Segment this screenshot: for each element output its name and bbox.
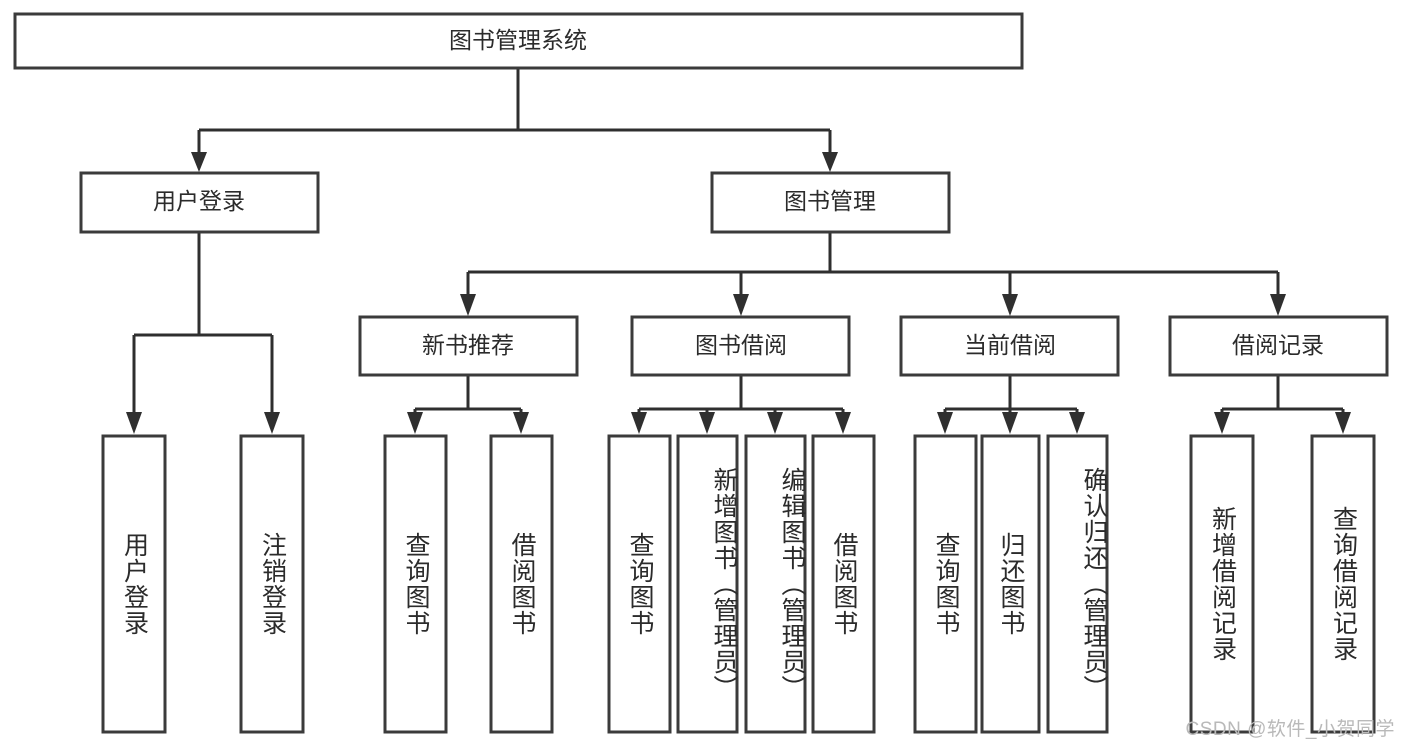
- node-leaf-borrow-book-2-label: 借阅图书: [830, 532, 858, 636]
- node-leaf-return-book-label: 归还图书: [997, 532, 1025, 636]
- node-leaf-user-logout-box[interactable]: [239, 434, 305, 734]
- arrowhead-leaf-edit-book: [767, 412, 783, 434]
- node-leaf-query-book-3-box[interactable]: [913, 434, 978, 734]
- node-borrow-record[interactable]: 借阅记录: [1168, 315, 1389, 377]
- node-user-login[interactable]: 用户登录: [79, 171, 320, 234]
- arrowhead-user-login: [191, 152, 207, 172]
- arrowhead-leaf-borrow-book-2: [835, 412, 851, 434]
- node-leaf-user-login-label: 用户登录: [120, 532, 149, 636]
- node-new-book-recommend-box[interactable]: [358, 315, 579, 377]
- node-leaf-add-book-box[interactable]: [676, 434, 739, 734]
- arrowhead-leaf-user-logout: [264, 412, 280, 434]
- arrowhead-book-borrow: [733, 294, 749, 316]
- node-book-manage[interactable]: 图书管理: [710, 171, 951, 234]
- node-root-label: 图书管理系统: [449, 27, 587, 53]
- watermark-text: CSDN @软件_小贺同学: [1185, 719, 1395, 740]
- arrowhead-leaf-user-login: [126, 412, 142, 434]
- node-leaf-query-record-label: 查询借阅记录: [1329, 506, 1358, 662]
- node-user-login-box[interactable]: [79, 171, 320, 234]
- node-leaf-user-login-box[interactable]: [101, 434, 167, 734]
- node-book-borrow[interactable]: 图书借阅: [630, 315, 851, 377]
- node-leaf-borrow-book-1-box[interactable]: [489, 434, 554, 734]
- node-leaf-query-book-2-label: 查询图书: [626, 532, 654, 636]
- arrowhead-current-borrow: [1002, 294, 1018, 316]
- node-new-book-recommend-label: 新书推荐: [422, 332, 514, 358]
- arrowhead-new-book-recommend: [460, 294, 476, 316]
- arrowhead-leaf-add-book: [699, 412, 715, 434]
- arrowhead-leaf-query-book-1: [407, 412, 423, 434]
- arrowhead-leaf-return-book: [1002, 412, 1018, 434]
- node-leaf-add-record-box[interactable]: [1189, 434, 1255, 734]
- arrowhead-leaf-query-book-2: [631, 412, 647, 434]
- node-leaf-query-book-1-box[interactable]: [383, 434, 448, 734]
- node-borrow-record-label: 借阅记录: [1232, 332, 1324, 358]
- node-leaf-borrow-book-1-label: 借阅图书: [508, 532, 536, 636]
- arrowhead-leaf-query-book-3: [937, 412, 953, 434]
- node-leaf-query-book-3-label: 查询图书: [932, 532, 960, 636]
- node-leaf-add-record-label: 新增借阅记录: [1208, 506, 1237, 662]
- node-leaf-query-record-box[interactable]: [1310, 434, 1376, 734]
- node-current-borrow-box[interactable]: [899, 315, 1120, 377]
- arrowhead-leaf-query-record: [1335, 412, 1351, 434]
- node-leaf-query-book-1-label: 查询图书: [402, 532, 430, 636]
- arrowhead-borrow-record: [1270, 294, 1286, 316]
- node-root-box[interactable]: [13, 12, 1024, 70]
- node-leaf-edit-book-label: 编辑图书（管理员）: [778, 467, 806, 701]
- arrowhead-leaf-confirm-return: [1069, 412, 1085, 434]
- node-book-borrow-box[interactable]: [630, 315, 851, 377]
- node-leaf-query-book-2-box[interactable]: [607, 434, 672, 734]
- node-borrow-record-box[interactable]: [1168, 315, 1389, 377]
- node-book-manage-box[interactable]: [710, 171, 951, 234]
- arrowhead-leaf-borrow-book-1: [513, 412, 529, 434]
- node-leaf-edit-book-box[interactable]: [744, 434, 807, 734]
- node-leaf-return-book-box[interactable]: [980, 434, 1041, 734]
- arrowhead-leaf-add-record: [1214, 412, 1230, 434]
- node-new-book-recommend[interactable]: 新书推荐: [358, 315, 579, 377]
- node-book-borrow-label: 图书借阅: [695, 332, 787, 358]
- node-current-borrow[interactable]: 当前借阅: [899, 315, 1120, 377]
- node-leaf-borrow-book-2-box[interactable]: [811, 434, 876, 734]
- node-book-manage-label: 图书管理: [784, 188, 876, 214]
- node-leaf-add-book-label: 新增图书（管理员）: [710, 467, 738, 701]
- node-leaf-confirm-return-label: 确认归还（管理员）: [1080, 467, 1108, 701]
- node-leaf-confirm-return-box[interactable]: [1046, 434, 1109, 734]
- node-current-borrow-label: 当前借阅: [964, 332, 1056, 358]
- node-root[interactable]: 图书管理系统: [13, 12, 1024, 70]
- node-user-login-label: 用户登录: [153, 188, 245, 214]
- connector-layer: [126, 68, 1351, 434]
- arrowhead-book-manage: [822, 152, 838, 172]
- node-leaf-user-logout-label: 注销登录: [258, 532, 287, 636]
